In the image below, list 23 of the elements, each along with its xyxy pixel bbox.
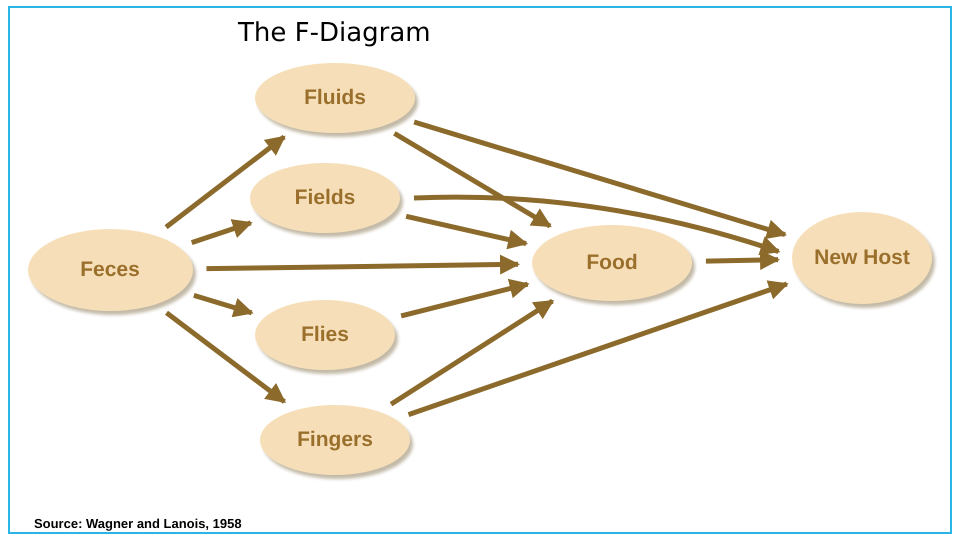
arrow [393, 131, 552, 228]
arrow [206, 254, 520, 275]
node-label: Food [585, 250, 639, 276]
arrow [414, 194, 780, 256]
node-label: Fingers [296, 427, 374, 453]
arrow [400, 278, 530, 318]
node-label: New Host [813, 245, 911, 271]
source-note: Source: Wagner and Lanois, 1958 [34, 515, 242, 533]
ellipse-node [532, 225, 692, 301]
arrow [413, 120, 787, 239]
diagram-title: The F-Diagram [238, 17, 431, 50]
arrow [193, 292, 254, 318]
node-label: Fields [294, 185, 356, 211]
arrow [408, 280, 789, 417]
ellipse-node [260, 405, 410, 475]
arrow [390, 298, 554, 406]
arrow [406, 214, 528, 250]
node-label: Flies [300, 322, 350, 348]
arrow [165, 310, 286, 404]
node-label: Feces [79, 257, 141, 283]
arrow [164, 134, 286, 230]
node-label: Fluids [303, 85, 367, 111]
arrow [190, 219, 253, 246]
